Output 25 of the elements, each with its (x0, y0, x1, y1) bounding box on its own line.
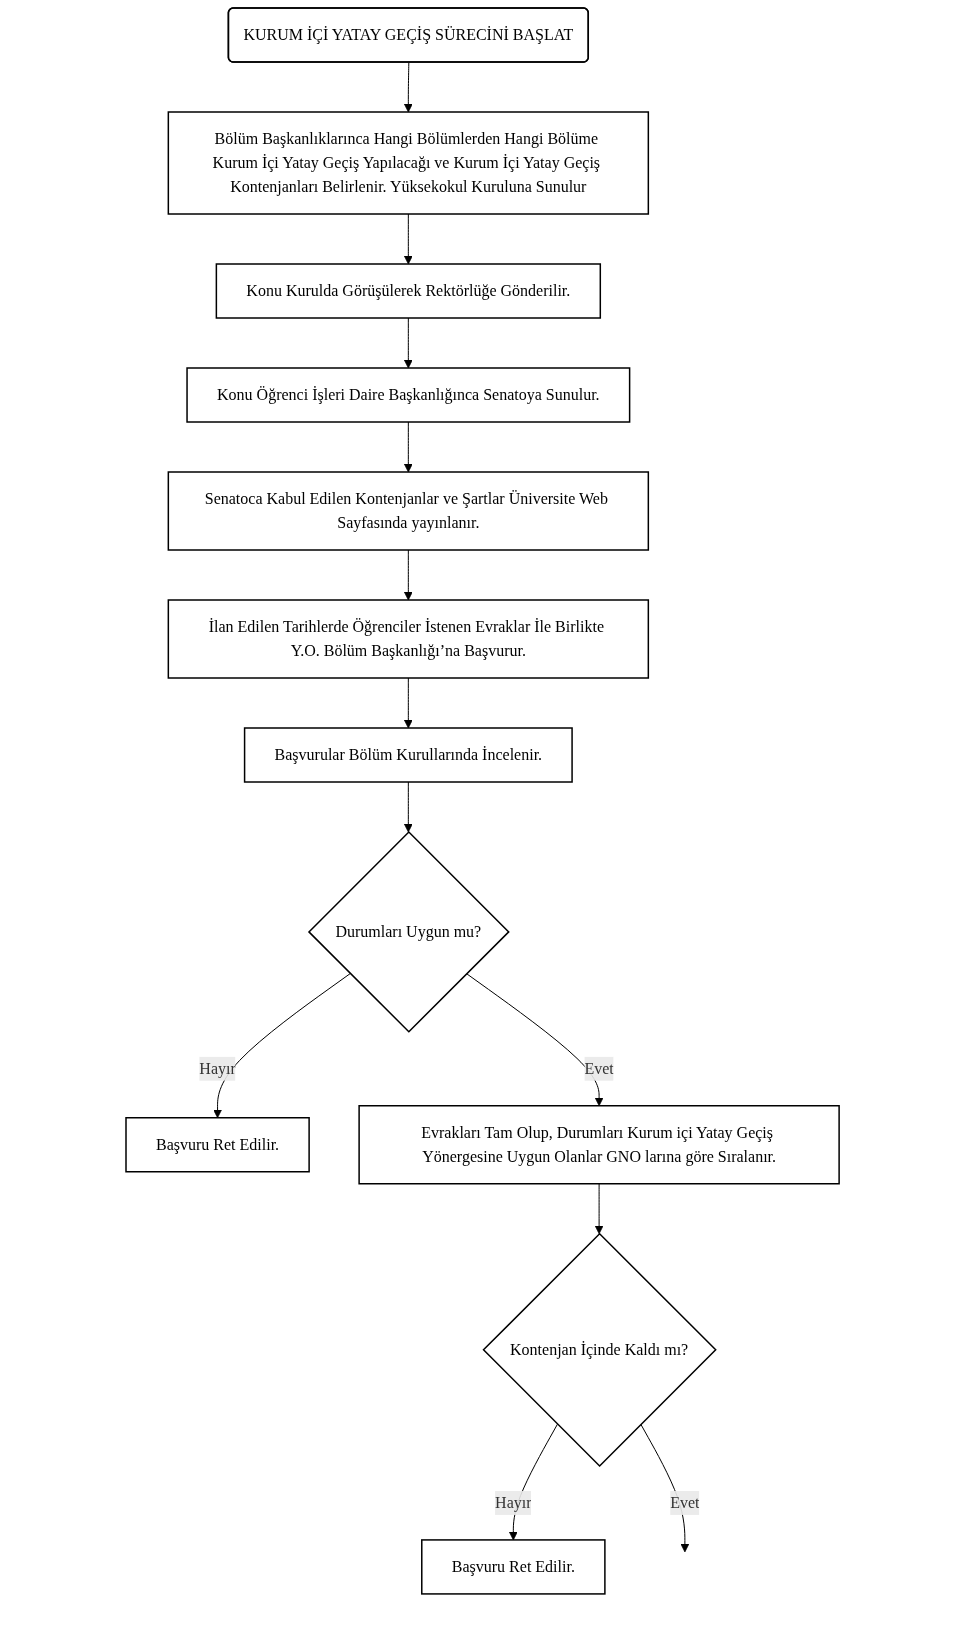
node-box: Konu Öğrenci İşleri Daire Başkanlığınca Senatoya Sunulur. (186, 367, 631, 423)
arrow (403, 62, 413, 113)
edge-label: Evet (584, 1059, 614, 1077)
arrow (403, 781, 413, 833)
edge-label: Hayır (199, 1059, 236, 1077)
arrow (403, 213, 413, 265)
node-box: Başvuru Ret Edilir. (420, 1539, 606, 1595)
node-box: İlan Edilen Tarihlerde Öğrenciler İstenen Evraklar İle Birlikte Y.O. Bölüm Başkanlığı’na Başvurur. (167, 599, 649, 679)
arrow (213, 973, 351, 1119)
node-box: Başvuru Ret Edilir. (125, 1117, 310, 1173)
arrow (403, 317, 413, 369)
node-diamond: Durumları Uygun mu? (307, 830, 510, 1033)
arrow (594, 1183, 604, 1235)
edge-label: Evet (670, 1493, 700, 1511)
node-diamond: Kontenjan İçinde Kaldı mı? (482, 1232, 717, 1467)
arrow (465, 973, 604, 1107)
node-box: Başvurular Bölüm Kurullarında İncelenir. (243, 727, 573, 783)
arrow (403, 549, 413, 601)
arrow (403, 421, 413, 473)
edge-label: Hayır (495, 1493, 532, 1511)
node-box: Senatoca Kabul Edilen Kontenjanlar ve Şartlar Üniversite Web Sayfasında yayınlanır. (167, 471, 649, 551)
node-box: Konu Kurulda Görüşülerek Rektörlüğe Gönderilir. (215, 263, 601, 319)
node-box: Bölüm Başkanlıklarınca Hangi Bölümlerden Hangi Bölüme Kurum İçi Yatay Geçiş Yapılacağı ve Kurum İçi Yatay Geçiş Kontenjanları Belirlenir. Yüksekokul Kuruluna Sunulur (167, 111, 649, 215)
arrow (403, 677, 413, 729)
node-box: Evrakları Tam Olup, Durumları Kurum içi Yatay Geçiş Yönergesine Uygun Olanlar GNO larına göre Sıralanır. (358, 1105, 840, 1185)
